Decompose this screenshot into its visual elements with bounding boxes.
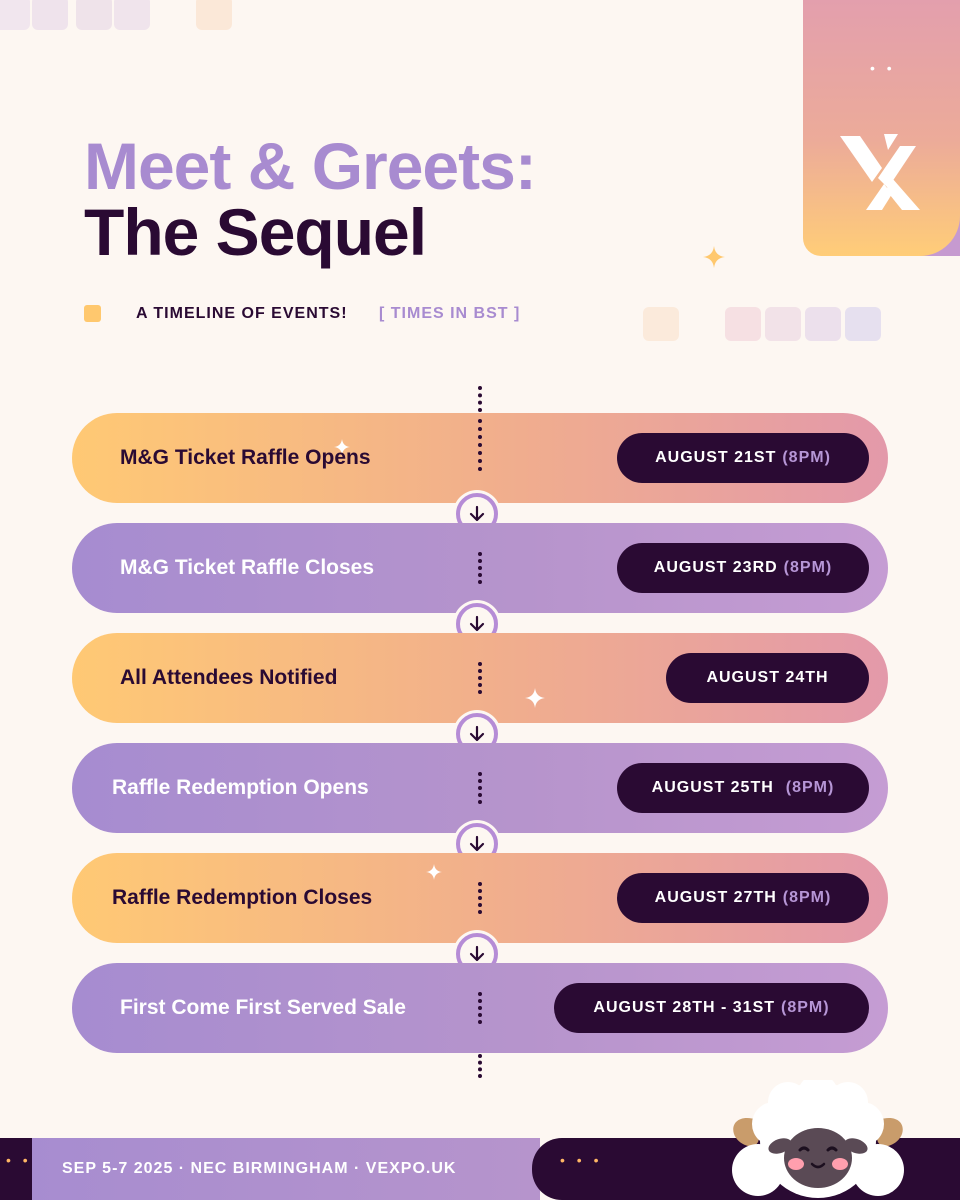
dots-decoration: • •	[870, 60, 896, 76]
timeline-row: First Come First Served Sale AUGUST 28TH…	[72, 963, 888, 1053]
logo-panel	[803, 0, 960, 256]
timeline-spine-top	[478, 386, 486, 412]
title-line-1: Meet & Greets:	[84, 129, 537, 203]
decor-tile	[643, 307, 679, 341]
timeline-spine-bottom	[478, 1054, 486, 1078]
decor-tile	[114, 0, 150, 30]
sparkle-icon	[426, 864, 442, 880]
footer-bar	[0, 1138, 540, 1200]
row-divider	[478, 662, 486, 694]
date-pill: AUGUST 24TH	[666, 653, 869, 703]
event-date: AUGUST 21ST	[655, 449, 777, 466]
date-pill: AUGUST 25TH (8PM)	[617, 763, 869, 813]
row-divider	[478, 552, 486, 584]
event-label: Raffle Redemption Opens	[112, 776, 369, 799]
event-date: AUGUST 28TH - 31ST	[593, 999, 776, 1016]
logo-icon	[840, 134, 920, 210]
row-divider	[478, 992, 486, 1024]
timeline-row: Raffle Redemption Closes AUGUST 27TH (8P…	[72, 853, 888, 943]
decor-tile	[76, 0, 112, 30]
sheep-mascot	[732, 1080, 904, 1198]
subtitle-marker	[84, 305, 101, 322]
timeline-row: All Attendees Notified AUGUST 24TH	[72, 633, 888, 723]
footer-accent	[0, 1138, 32, 1200]
timeline-row: M&G Ticket Raffle Opens AUGUST 21ST (8PM…	[72, 413, 888, 503]
subtitle-tag: [ TIMES IN BST ]	[379, 305, 521, 322]
dots-decoration: • •	[6, 1152, 32, 1168]
event-label: First Come First Served Sale	[120, 996, 406, 1019]
event-time: (8PM)	[785, 779, 835, 796]
event-time: (8PM)	[782, 449, 831, 466]
sparkle-icon	[703, 246, 725, 268]
date-pill: AUGUST 21ST (8PM)	[617, 433, 869, 483]
row-divider	[478, 419, 486, 471]
event-label: All Attendees Notified	[120, 666, 338, 689]
footer-info: SEP 5-7 2025 · NEC BIRMINGHAM · VEXPO.UK	[62, 1160, 457, 1177]
event-label: M&G Ticket Raffle Closes	[120, 556, 375, 579]
date-pill: AUGUST 27TH (8PM)	[617, 873, 869, 923]
decor-tile	[805, 307, 841, 341]
decor-tile	[32, 0, 68, 30]
event-date: AUGUST 27TH	[654, 889, 777, 906]
row-divider	[478, 772, 486, 804]
row-divider	[478, 882, 486, 914]
event-date: AUGUST 24TH	[706, 669, 829, 686]
subtitle: A TIMELINE OF EVENTS!	[136, 305, 348, 322]
event-label: Raffle Redemption Closes	[112, 886, 373, 909]
decor-tile	[765, 307, 801, 341]
sparkle-icon	[525, 688, 545, 708]
event-label: M&G Ticket Raffle Opens	[120, 446, 371, 469]
dots-decoration: • • •	[560, 1152, 603, 1168]
decor-tile	[196, 0, 232, 30]
date-pill: AUGUST 23RD (8PM)	[617, 543, 869, 593]
decor-tile	[845, 307, 881, 341]
date-pill: AUGUST 28TH - 31ST (8PM)	[554, 983, 869, 1033]
timeline-row: M&G Ticket Raffle Closes AUGUST 23RD (8P…	[72, 523, 888, 613]
title-line-2: The Sequel	[84, 195, 427, 269]
event-time: (8PM)	[781, 999, 830, 1016]
event-time: (8PM)	[783, 559, 833, 576]
decor-tile	[725, 307, 761, 341]
sparkle-icon	[334, 439, 350, 455]
event-date: AUGUST 23RD	[653, 559, 778, 576]
event-date: AUGUST 25TH	[651, 779, 774, 796]
event-time: (8PM)	[782, 889, 832, 906]
decor-tile	[0, 0, 30, 30]
timeline-row: Raffle Redemption Opens AUGUST 25TH (8PM…	[72, 743, 888, 833]
